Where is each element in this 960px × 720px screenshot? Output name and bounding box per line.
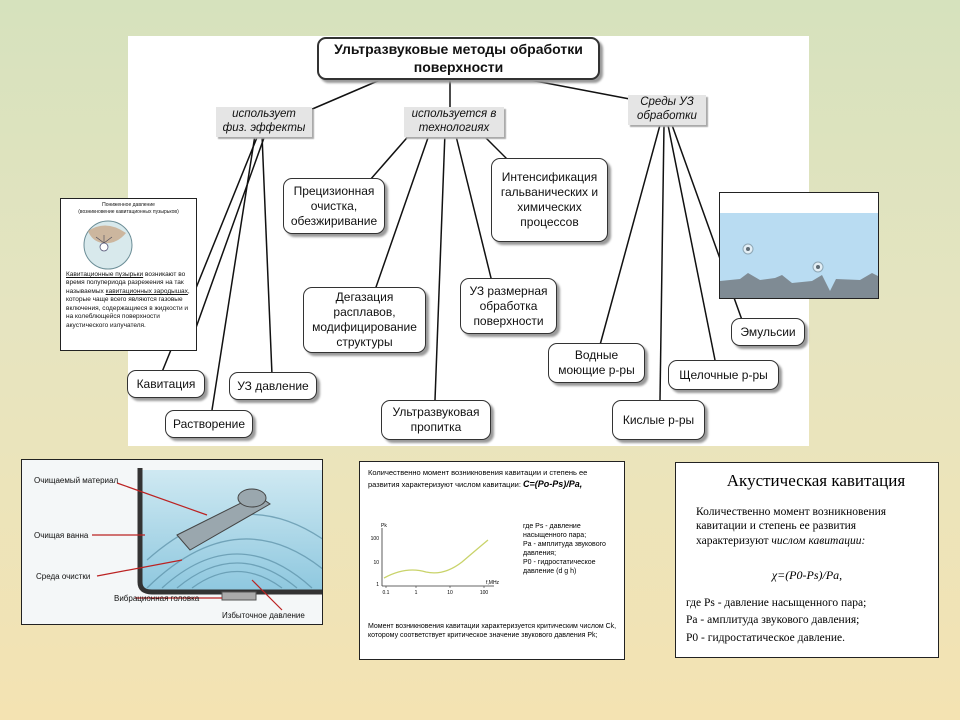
kav-big-intro: Количественно момент возникновения кавит… xyxy=(686,505,928,548)
x-axis-label: f,MHz xyxy=(486,580,500,586)
cavitation-note-inset: Пониженное давление (возникновение кавит… xyxy=(60,198,197,351)
cleaning-diagram-svg xyxy=(22,460,322,624)
x-tick-label: 0.1 xyxy=(383,590,390,596)
mindmap-title: Ультразвуковые методы обработки поверхно… xyxy=(317,37,600,80)
kav-small-intro-text: Количественно момент возникновения кавит… xyxy=(368,468,588,490)
node-degassing: Дегазация расплавов, модифицирование стр… xyxy=(303,287,426,353)
node-galvanic: Интенсификация гальванических и химическ… xyxy=(491,158,608,242)
kav-big-formula: χ=(P0-Ps)/Pa, xyxy=(771,568,843,583)
kav-big-intro-text: Количественно момент возникновения кавит… xyxy=(696,506,887,547)
y-axis-label: Pk xyxy=(381,523,387,529)
kav-small-footer: Момент возникновения кавитации характери… xyxy=(368,623,617,640)
x-tick-label: 10 xyxy=(447,590,453,596)
kav-small-chart: Pk 100 10 1 0.1 1 10 100 f,MHz xyxy=(371,523,500,596)
node-emulsions: Эмульсии xyxy=(731,318,805,346)
label-bath: Очищая ванна xyxy=(34,531,89,540)
label-overpressure: Избыточное давление xyxy=(222,611,305,620)
node-impregnation: Ультразвуковая пропитка xyxy=(381,400,491,440)
y-tick-label: 10 xyxy=(373,560,379,566)
branch-technologies: используется в технологиях xyxy=(404,107,504,137)
node-us-pressure: УЗ давление xyxy=(229,372,317,400)
y-tick-label: 1 xyxy=(376,582,379,588)
node-dimensional: УЗ размерная обработка поверхности xyxy=(460,278,557,334)
note-text-post: , которые чаще всего являются газовые вк… xyxy=(66,287,190,329)
note-link-nuclei: кавитационных зародышах xyxy=(105,287,188,295)
cavitation-curve xyxy=(383,539,489,579)
bubble-water-svg xyxy=(720,193,878,298)
node-alkaline: Щелочные р-ры xyxy=(668,360,779,390)
node-cavitation: Кавитация xyxy=(127,370,205,398)
def-p0: P0 - гидростатическое давление. xyxy=(686,631,846,644)
label-head: Вибрационная головка xyxy=(114,594,200,603)
legend-pa: Pa - амплитуда звукового давления; xyxy=(523,541,606,558)
branch-media: Среды УЗ обработки xyxy=(628,95,706,125)
legend-ps: где Ps - давление насыщенного пара; xyxy=(523,523,587,540)
y-tick-label: 100 xyxy=(371,536,380,542)
node-water-solutions: Водные моющие р-ры xyxy=(548,343,645,383)
note-header-1: Пониженное давление xyxy=(102,202,155,208)
label-material: Очищаемый материал xyxy=(34,476,119,485)
def-pa: Pa - амплитуда звукового давления; xyxy=(686,614,860,627)
kav-small-legend: где Ps - давление насыщенного пара; Pa -… xyxy=(523,522,623,577)
x-tick-label: 1 xyxy=(415,590,418,596)
label-medium: Среда очистки xyxy=(36,572,91,581)
branch-phys-effects: использует физ. эффекты xyxy=(216,107,312,137)
bubble-water-photo xyxy=(719,192,879,299)
kav-small-formula: C=(Po-Ps)/Pa, xyxy=(523,479,583,490)
kav-big-title: Акустическая кавитация xyxy=(726,471,906,490)
node-acid: Кислые р-ры xyxy=(612,400,705,440)
acoustic-cavitation-slide: Акустическая кавитация Количественно мом… xyxy=(675,462,939,658)
note-header-2: (возникновение кавитационных пузырьков) xyxy=(78,208,179,215)
node-precision-cleaning: Прецизионная очистка, обезжиривание xyxy=(283,178,385,234)
note-text: Кавитационные пузырьки возникают во врем… xyxy=(66,271,191,330)
bubble-illustration xyxy=(83,220,133,270)
node-dissolution: Растворение xyxy=(165,410,253,438)
legend-p0: P0 - гидростатическое давление (d g h) xyxy=(523,559,596,576)
x-tick-label: 100 xyxy=(480,590,489,596)
cleaning-diagram: Очищаемый материал Очищая ванна Среда оч… xyxy=(21,459,323,625)
kav-big-defs: где Ps - давление насыщенного пара; Pa -… xyxy=(686,595,928,647)
def-ps: где Ps - давление насыщенного пара; xyxy=(686,597,867,610)
note-text-mid: возникают во время полупериода разрежени… xyxy=(66,271,186,295)
kav-big-intro-em: числом кавитации: xyxy=(771,534,866,547)
cavitation-number-slide: Количественно момент возникновения кавит… xyxy=(359,461,625,660)
note-link-bubbles: Кавитационные пузырьки xyxy=(66,271,144,278)
kav-small-intro: Количественно момент возникновения кавит… xyxy=(368,468,616,490)
